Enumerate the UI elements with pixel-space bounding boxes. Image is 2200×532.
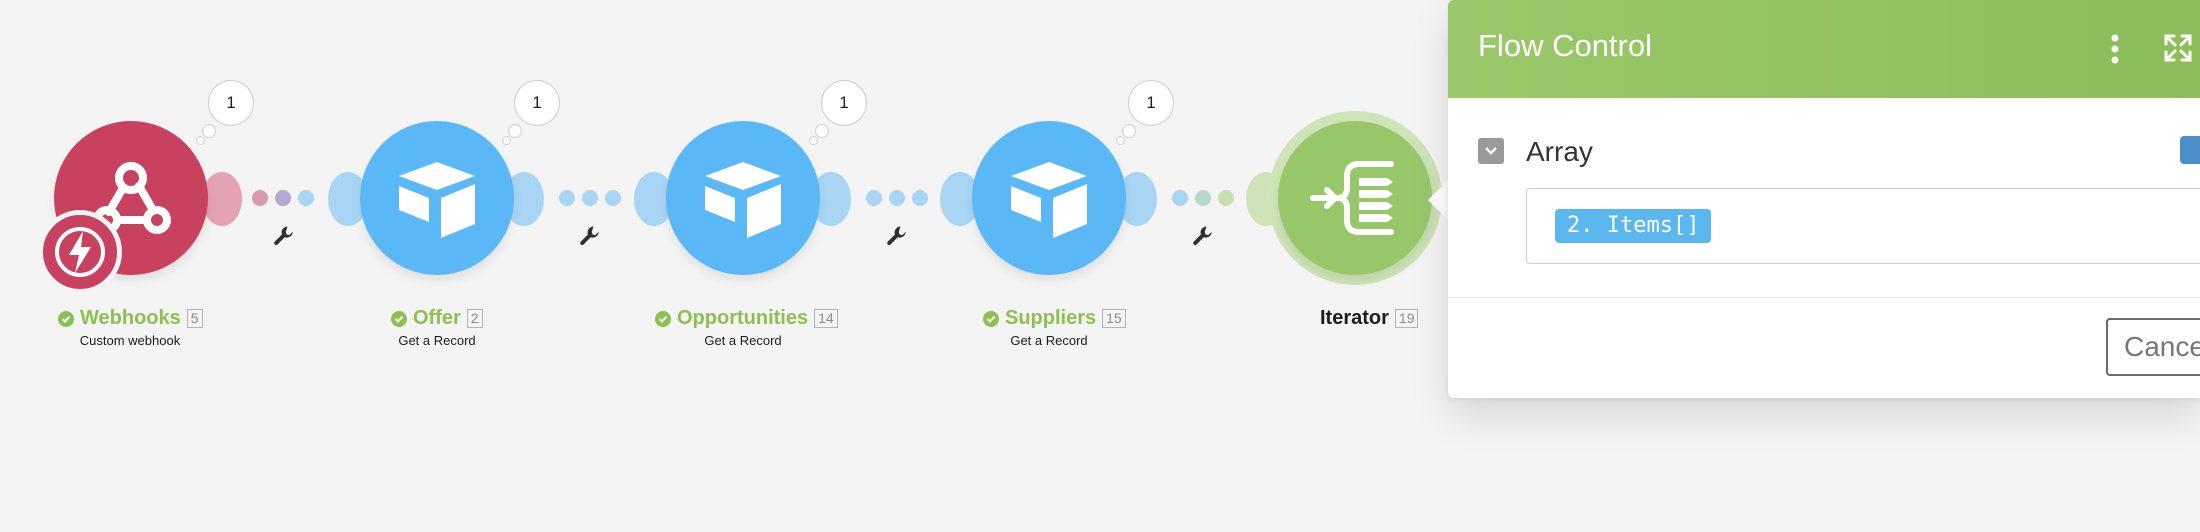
panel-title: Flow Control — [1478, 28, 1652, 63]
array-collapse-toggle[interactable] — [1478, 138, 1504, 164]
module-label-suppliers[interactable]: Suppliers 15 — [983, 307, 1126, 330]
flow-control-panel: Flow Control Array 2. Items[] — [1448, 0, 2200, 398]
module-id: 2 — [466, 309, 483, 328]
chevron-down-icon — [1485, 147, 1497, 155]
connector-dot — [582, 190, 598, 206]
success-check-icon — [655, 310, 671, 327]
module-id: 14 — [814, 309, 838, 328]
connector-dot — [275, 190, 291, 206]
airtable-icon — [705, 162, 781, 238]
bubble-tail — [508, 124, 522, 138]
bubble-tail — [1122, 124, 1136, 138]
module-name: Webhooks — [80, 307, 181, 329]
panel-divider — [1448, 297, 2200, 298]
wrench-icon[interactable] — [578, 224, 602, 248]
module-iterator[interactable] — [1278, 121, 1432, 275]
module-offer[interactable] — [360, 121, 514, 275]
bubble-tail — [809, 136, 818, 145]
module-opportunities[interactable] — [666, 121, 820, 275]
connector-dot — [1172, 190, 1188, 206]
wrench-icon[interactable] — [885, 224, 909, 248]
module-label-offer[interactable]: Offer 2 — [391, 307, 483, 330]
module-ear — [202, 172, 242, 226]
connector-dot — [1195, 190, 1211, 206]
operations-bubble[interactable]: 1 — [514, 80, 560, 126]
module-subtitle: Get a Record — [704, 333, 782, 348]
airtable-icon — [1011, 162, 1087, 238]
bubble-tail — [815, 124, 829, 138]
operations-bubble[interactable]: 1 — [1128, 80, 1174, 126]
connector-dot — [605, 190, 621, 206]
module-id: 15 — [1102, 309, 1126, 328]
module-label-iterator[interactable]: Iterator 19 — [1320, 307, 1419, 330]
module-label-webhooks[interactable]: Webhooks 5 — [58, 307, 203, 330]
module-id: 19 — [1394, 309, 1419, 328]
module-suppliers[interactable] — [972, 121, 1126, 275]
module-name: Opportunities — [677, 307, 809, 329]
airtable-icon — [399, 162, 475, 238]
success-check-icon — [58, 310, 74, 327]
panel-pointer — [1428, 178, 1450, 222]
connector-dot — [559, 190, 575, 206]
more-options-icon[interactable] — [2108, 32, 2122, 66]
module-label-opportunities[interactable]: Opportunities 14 — [655, 307, 838, 330]
module-name: Offer — [413, 307, 461, 329]
array-field-label: Array — [1526, 136, 1593, 167]
connector-dot — [298, 190, 314, 206]
bubble-tail — [502, 136, 511, 145]
cancel-button[interactable]: Cancel — [2106, 318, 2200, 376]
module-subtitle: Get a Record — [398, 333, 476, 348]
operations-count: 1 — [839, 93, 849, 112]
connector-dot — [252, 190, 268, 206]
array-input[interactable]: 2. Items[] — [1526, 188, 2200, 264]
connector-dot — [866, 190, 882, 206]
connector-dot — [889, 190, 905, 206]
connector-dot — [912, 190, 928, 206]
operations-count: 1 — [532, 93, 542, 112]
instant-trigger-badge — [38, 210, 122, 294]
module-id: 5 — [186, 309, 203, 328]
success-check-icon — [391, 310, 407, 327]
operations-count: 1 — [226, 93, 236, 112]
mapped-item-pill[interactable]: 2. Items[] — [1555, 209, 1712, 243]
bubble-tail — [196, 136, 205, 145]
wrench-icon[interactable] — [1191, 224, 1215, 248]
expand-icon[interactable] — [2162, 32, 2194, 64]
panel-header: Flow Control — [1448, 0, 2200, 98]
module-name: Iterator — [1320, 307, 1389, 329]
bubble-tail — [1116, 136, 1125, 145]
connector-dot — [1218, 190, 1234, 206]
operations-count: 1 — [1146, 93, 1156, 112]
bubble-tail — [202, 124, 216, 138]
operations-bubble[interactable]: 1 — [821, 80, 867, 126]
module-name: Suppliers — [1005, 307, 1097, 329]
array-mapping-toggle[interactable] — [2180, 136, 2200, 164]
lightning-icon — [55, 227, 105, 277]
success-check-icon — [983, 310, 999, 327]
wrench-icon[interactable] — [272, 224, 296, 248]
operations-bubble[interactable]: 1 — [208, 80, 254, 126]
iterator-icon — [1310, 161, 1394, 235]
module-subtitle: Custom webhook — [79, 333, 181, 348]
module-subtitle: Get a Record — [1010, 333, 1088, 348]
